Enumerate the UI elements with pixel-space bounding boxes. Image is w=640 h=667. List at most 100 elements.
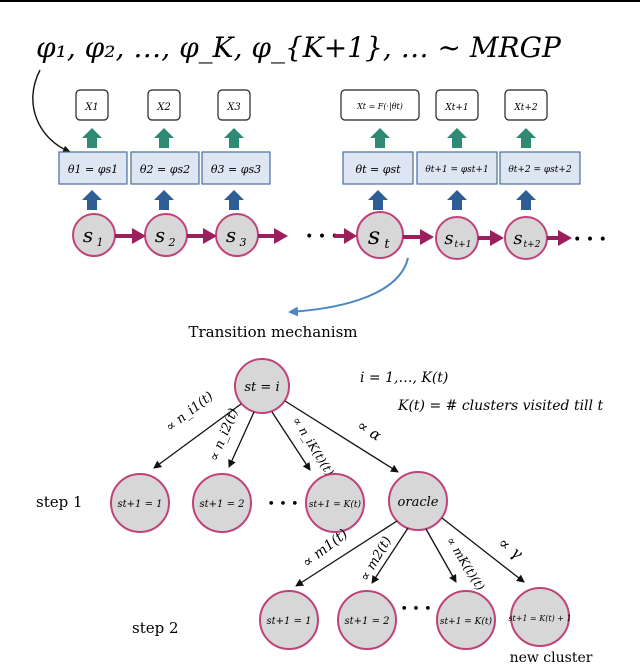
- chain-ellipsis-1: • • •: [305, 229, 339, 245]
- step1-node-label-1: st+1 = 1: [118, 499, 163, 510]
- obs-label-t: Xt = F(·|θt): [356, 102, 403, 111]
- step2-edge-label-4: ∝ γ: [495, 533, 527, 564]
- step1-edge-label-4: ∝ α: [354, 416, 385, 445]
- up-arrow-green-t1: [447, 128, 467, 148]
- step2-edge-4: [441, 517, 525, 583]
- step1-edges: [153, 400, 399, 473]
- state-sub-1: 1: [97, 236, 104, 249]
- step2-node-new: [510, 587, 570, 647]
- state-node-t1: [435, 216, 479, 260]
- obs-label-t1: Xt+1: [444, 103, 468, 113]
- up-arrow-green-3: [224, 128, 244, 148]
- chain-ellipsis-2: • • •: [573, 232, 607, 248]
- obs-box-2: [147, 89, 181, 121]
- obs-label-t2: Xt+2: [513, 103, 538, 113]
- step1-node-1: [110, 473, 170, 533]
- chain-arrows: [115, 228, 572, 246]
- param-box-3: [201, 151, 271, 185]
- step2-node-label-1: st+1 = 1: [267, 616, 312, 627]
- state-label-2: s: [155, 223, 165, 247]
- state-label-1: s: [83, 223, 93, 247]
- up-arrow-blue-3: [224, 190, 244, 210]
- param-label-1: θ1 = φs1: [68, 163, 118, 176]
- chain-arrowhead-7: [558, 230, 572, 246]
- param-box-1: [58, 151, 128, 185]
- state-label-t1: s: [444, 228, 453, 249]
- blue-up-arrows: [82, 190, 536, 210]
- step1-label: step 1: [36, 493, 83, 511]
- param-box-t2: [499, 151, 581, 185]
- new-cluster-label: new cluster: [510, 650, 593, 666]
- state-node-1: [72, 213, 116, 257]
- state-chain: s 1 s 2 s 3 • • • s t s t+1 s t+2 • • •: [72, 211, 607, 260]
- parameter-row: θ1 = φs1 θ2 = φs2 θ3 = φs3 θt = φst θt+1…: [58, 151, 581, 185]
- obs-label-1: X1: [84, 102, 98, 113]
- observation-row: X1 X2 X3 Xt = F(·|θt) Xt+1 Xt+2: [75, 89, 548, 121]
- obs-label-2: X2: [156, 102, 170, 113]
- prior-to-param-arrow: [32, 69, 71, 154]
- green-up-arrows: [82, 128, 536, 148]
- param-label-t1: θt+1 = φst+1: [425, 165, 488, 175]
- up-arrow-blue-t1: [447, 190, 467, 210]
- step2-node-2: [337, 590, 397, 650]
- step2-edge-label-3: ∝ mK(t)(t): [443, 534, 487, 593]
- step1-node-label-2: st+1 = 2: [200, 499, 245, 510]
- transition-label: Transition mechanism: [188, 323, 357, 341]
- step2-node-k: [436, 590, 496, 650]
- step1-edge-label-3: ∝ n_iK(t)(t): [289, 414, 336, 478]
- up-arrow-green-1: [82, 128, 102, 148]
- up-arrow-blue-t: [368, 190, 388, 210]
- obs-box-t1: [435, 89, 479, 121]
- step2-edge-2: [371, 527, 409, 584]
- obs-box-1: [75, 89, 109, 121]
- step1-edge-2: [228, 411, 255, 468]
- up-arrow-blue-2: [154, 190, 174, 210]
- obs-label-3: X3: [226, 102, 240, 113]
- obs-box-t2: [504, 89, 548, 121]
- state-sub-t: t: [384, 237, 390, 252]
- oracle-node: [388, 471, 448, 531]
- step2-nodes: st+1 = 1 st+1 = 2 • • • st+1 = K(t) st+1…: [259, 587, 572, 650]
- step1-edge-1: [153, 403, 242, 469]
- param-box-2: [130, 151, 200, 185]
- up-arrow-blue-t2: [516, 190, 536, 210]
- step1-node-2: [192, 473, 252, 533]
- step2-dots: • • •: [400, 602, 431, 617]
- state-label-t2: s: [513, 228, 522, 249]
- chain-arrowhead-2: [203, 228, 217, 244]
- param-box-t1: [416, 151, 498, 185]
- step2-edges: [295, 517, 525, 587]
- state-node-t2: [504, 216, 548, 260]
- chain-arrowhead-6: [490, 230, 504, 246]
- chain-arrowhead-5: [420, 229, 434, 245]
- step1-node-k: [305, 473, 365, 533]
- step2-label: step 2: [132, 619, 179, 637]
- index-note: i = 1,…, K(t): [360, 370, 448, 386]
- step2-node-label-k: st+1 = K(t): [440, 616, 493, 627]
- step2-node-label-2: st+1 = 2: [345, 616, 390, 627]
- state-node-3: [215, 213, 259, 257]
- oracle-label: oracle: [398, 495, 439, 510]
- step1-dots: • • •: [267, 497, 298, 512]
- tree-root-label: st = i: [244, 380, 279, 395]
- step1-edge-3: [271, 411, 311, 471]
- state-sub-3: 3: [240, 236, 247, 249]
- top-border: [0, 0, 640, 2]
- step1-nodes: st+1 = 1 st+1 = 2 • • • st+1 = K(t) orac…: [110, 471, 448, 533]
- up-arrow-green-2: [154, 128, 174, 148]
- state-sub-t1: t+1: [455, 240, 472, 250]
- up-arrow-green-t2: [516, 128, 536, 148]
- param-box-t: [342, 151, 414, 185]
- step2-node-label-new: st+1 = K(t) + 1: [508, 614, 571, 623]
- step1-edge-4: [284, 400, 399, 473]
- step2-node-1: [259, 590, 319, 650]
- transition-curve-arrow: [288, 257, 409, 317]
- param-label-2: θ2 = φs2: [140, 163, 190, 176]
- step2-edge-label-1: ∝ m1(t): [300, 526, 351, 571]
- k-note: K(t) = # clusters visited till t: [397, 398, 603, 414]
- chain-arrowhead-1: [132, 228, 146, 244]
- state-sub-2: 2: [168, 236, 176, 249]
- step1-edge-label-2: ∝ n_i2(t): [207, 406, 242, 463]
- state-sub-t2: t+2: [524, 240, 541, 250]
